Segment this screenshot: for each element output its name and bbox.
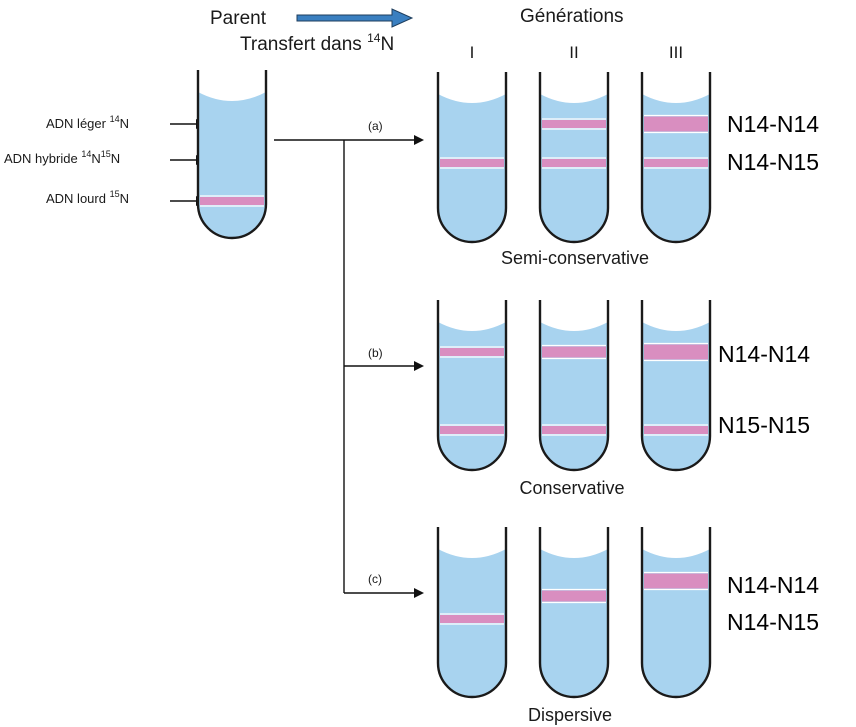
label-hybrid-n1: N xyxy=(91,151,100,166)
transfer-arrow xyxy=(296,8,414,28)
label-light-dna: ADN léger 14N xyxy=(46,114,129,131)
tube-c-gen-1-band-1 xyxy=(440,615,504,623)
tube-a-gen-3-band-2 xyxy=(644,159,708,167)
label-heavy-n: N xyxy=(120,191,129,206)
label-hybrid-dna: ADN hybride 14N15N xyxy=(4,149,120,166)
tube-a-gen-2 xyxy=(538,72,610,244)
tube-c-gen-3 xyxy=(640,527,712,699)
tube-c-gen-2 xyxy=(538,527,610,699)
parent-tube-outline xyxy=(196,70,268,240)
tube-b-gen-2 xyxy=(538,300,610,472)
tube-b-gen-3-band-1 xyxy=(644,344,708,360)
tube-b-gen-3-outline xyxy=(640,300,712,472)
tube-a-gen-3 xyxy=(640,72,712,244)
tube-b-gen-2-liquid xyxy=(540,322,608,470)
branch-letter-b: (b) xyxy=(368,346,383,360)
label-heavy-dna: ADN lourd 15N xyxy=(46,189,129,206)
generations-title: Générations xyxy=(520,6,624,27)
tube-b-gen-2-outline xyxy=(538,300,610,472)
tube-a-gen-2-band-1 xyxy=(542,120,606,128)
label-light-sup: 14 xyxy=(110,114,120,124)
annotation-b-1: N14-N14 xyxy=(718,341,810,367)
tube-c-gen-3-outline xyxy=(640,527,712,699)
parent-tube-liquid xyxy=(198,92,266,238)
gen-label-2: II xyxy=(569,43,578,62)
tube-a-gen-2-outline xyxy=(538,72,610,244)
label-heavy-sup: 15 xyxy=(110,189,120,199)
tube-b-gen-1-band-1 xyxy=(440,348,504,356)
tube-b-gen-1 xyxy=(436,300,508,472)
parent-label: Parent xyxy=(210,8,267,29)
annotation-c-1: N14-N14 xyxy=(727,572,819,598)
tube-c-gen-2-band-1 xyxy=(542,590,606,602)
tube-a-gen-1 xyxy=(436,72,508,244)
model-name-dispersive: Dispersive xyxy=(528,705,612,725)
tube-a-gen-2-band-2 xyxy=(542,159,606,167)
model-name-conservative: Conservative xyxy=(519,478,624,498)
label-heavy-text: ADN lourd xyxy=(46,191,110,206)
branch-letter-c: (c) xyxy=(368,572,382,586)
branch-letter-a: (a) xyxy=(368,119,383,133)
gen-label-1: I xyxy=(470,43,475,62)
tube-c-gen-3-liquid xyxy=(642,549,710,697)
annotation-c-2: N14-N15 xyxy=(727,609,819,635)
tube-c-gen-2-outline xyxy=(538,527,610,699)
label-hybrid-sup1: 14 xyxy=(81,149,91,159)
label-light-text: ADN léger xyxy=(46,116,110,131)
parent-tube-band-1 xyxy=(200,197,264,205)
tube-b-gen-3 xyxy=(640,300,712,472)
tube-b-gen-2-band-2 xyxy=(542,426,606,434)
transfer-sup: 14 xyxy=(367,31,381,45)
tube-b-gen-2-band-1 xyxy=(542,346,606,358)
gen-label-3: III xyxy=(669,43,683,62)
transfer-text: Transfert dans xyxy=(240,34,367,55)
tubes-layer xyxy=(196,70,712,699)
tube-a-gen-3-outline xyxy=(640,72,712,244)
parent-tube xyxy=(196,70,268,240)
model-name-semi-conservative: Semi-conservative xyxy=(501,248,649,268)
annotation-a-1: N14-N14 xyxy=(727,111,819,137)
tube-a-gen-1-outline xyxy=(436,72,508,244)
label-hybrid-text: ADN hybride xyxy=(4,151,81,166)
branch-connectors xyxy=(274,139,415,594)
tube-c-gen-1 xyxy=(436,527,508,699)
tube-b-gen-3-band-2 xyxy=(644,426,708,434)
label-hybrid-n2: N xyxy=(111,151,120,166)
tube-b-gen-1-band-2 xyxy=(440,426,504,434)
annotation-b-2: N15-N15 xyxy=(718,412,810,438)
tube-c-gen-3-band-1 xyxy=(644,573,708,589)
tube-b-gen-3-liquid xyxy=(642,322,710,470)
transfer-suffix: N xyxy=(380,34,394,55)
branch-arrowheads xyxy=(414,135,424,598)
label-light-n: N xyxy=(120,116,129,131)
tube-c-gen-1-outline xyxy=(436,527,508,699)
transfer-label: Transfert dans 14N xyxy=(240,31,394,55)
label-hybrid-sup2: 15 xyxy=(101,149,111,159)
annotation-a-2: N14-N15 xyxy=(727,149,819,175)
tube-a-gen-3-band-1 xyxy=(644,116,708,132)
tube-b-gen-1-liquid xyxy=(438,322,506,470)
tube-b-gen-1-outline xyxy=(436,300,508,472)
tube-c-gen-2-liquid xyxy=(540,549,608,697)
tube-a-gen-1-band-1 xyxy=(440,159,504,167)
